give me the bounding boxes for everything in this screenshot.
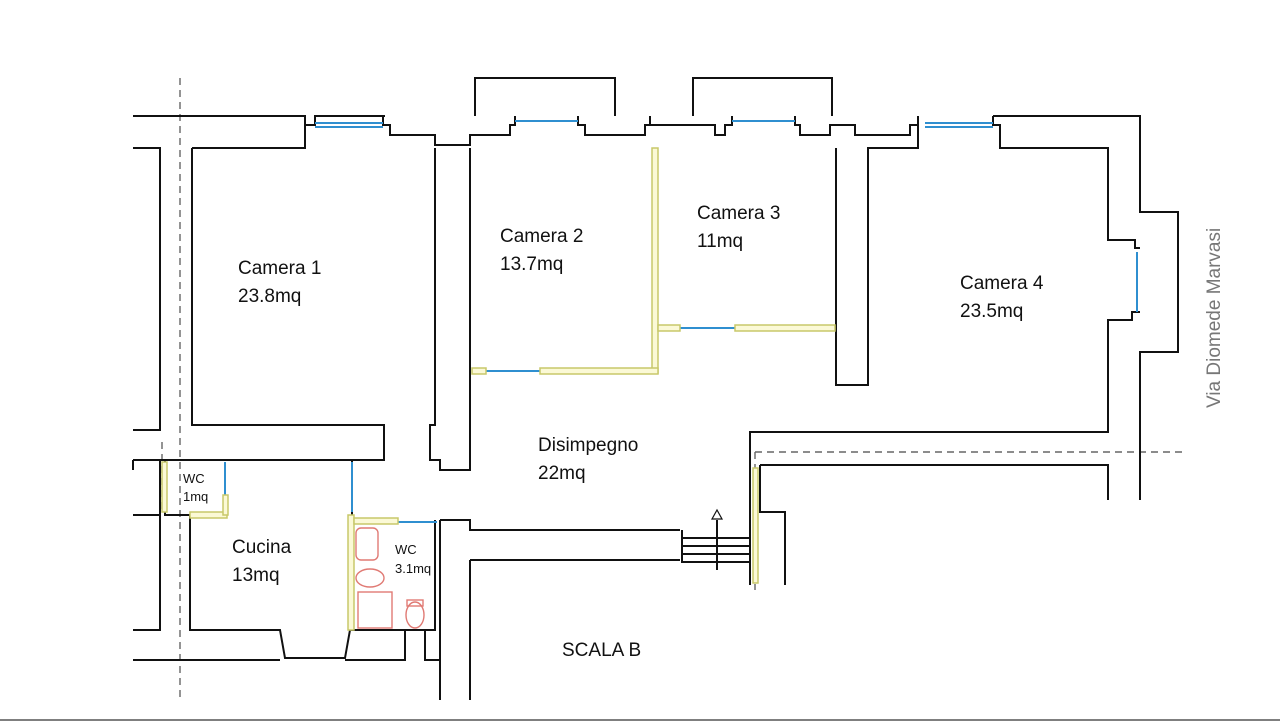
sanitary-fixtures	[355, 527, 425, 629]
camera1-name: Camera 1	[238, 258, 321, 279]
sink-icon	[355, 527, 379, 561]
disimpegno-area: 22mq	[538, 463, 586, 484]
camera2-area: 13.7mq	[500, 254, 563, 275]
shower-icon	[357, 591, 393, 629]
camera2-name: Camera 2	[500, 226, 583, 247]
wc-small-name: WC	[183, 471, 205, 486]
cucina-area: 13mq	[232, 565, 280, 586]
room-labels: Camera 1 23.8mq Camera 2 13.7mq Camera 3…	[183, 203, 1225, 661]
doors	[161, 147, 836, 631]
windows	[224, 120, 1138, 523]
cucina-name: Cucina	[232, 537, 292, 558]
stair-label: SCALA B	[562, 640, 641, 661]
wc-large-area: 3.1mq	[395, 561, 431, 576]
camera3-area: 11mq	[697, 231, 743, 252]
wc-large-name: WC	[395, 542, 417, 557]
walls	[132, 77, 1179, 700]
camera1-area: 23.8mq	[238, 286, 301, 307]
camera3-name: Camera 3	[697, 203, 780, 224]
dashed-reference-lines	[161, 78, 1185, 700]
toilet-icon	[405, 601, 425, 629]
stair-direction-arrow-icon	[710, 508, 724, 520]
wc-small-area: 1mq	[183, 489, 208, 504]
disimpegno-name: Disimpegno	[538, 435, 638, 456]
bidet-icon	[355, 568, 385, 588]
camera4-name: Camera 4	[960, 273, 1044, 294]
street-label: Via Diomede Marvasi	[1204, 228, 1225, 408]
camera4-area: 23.5mq	[960, 301, 1023, 322]
